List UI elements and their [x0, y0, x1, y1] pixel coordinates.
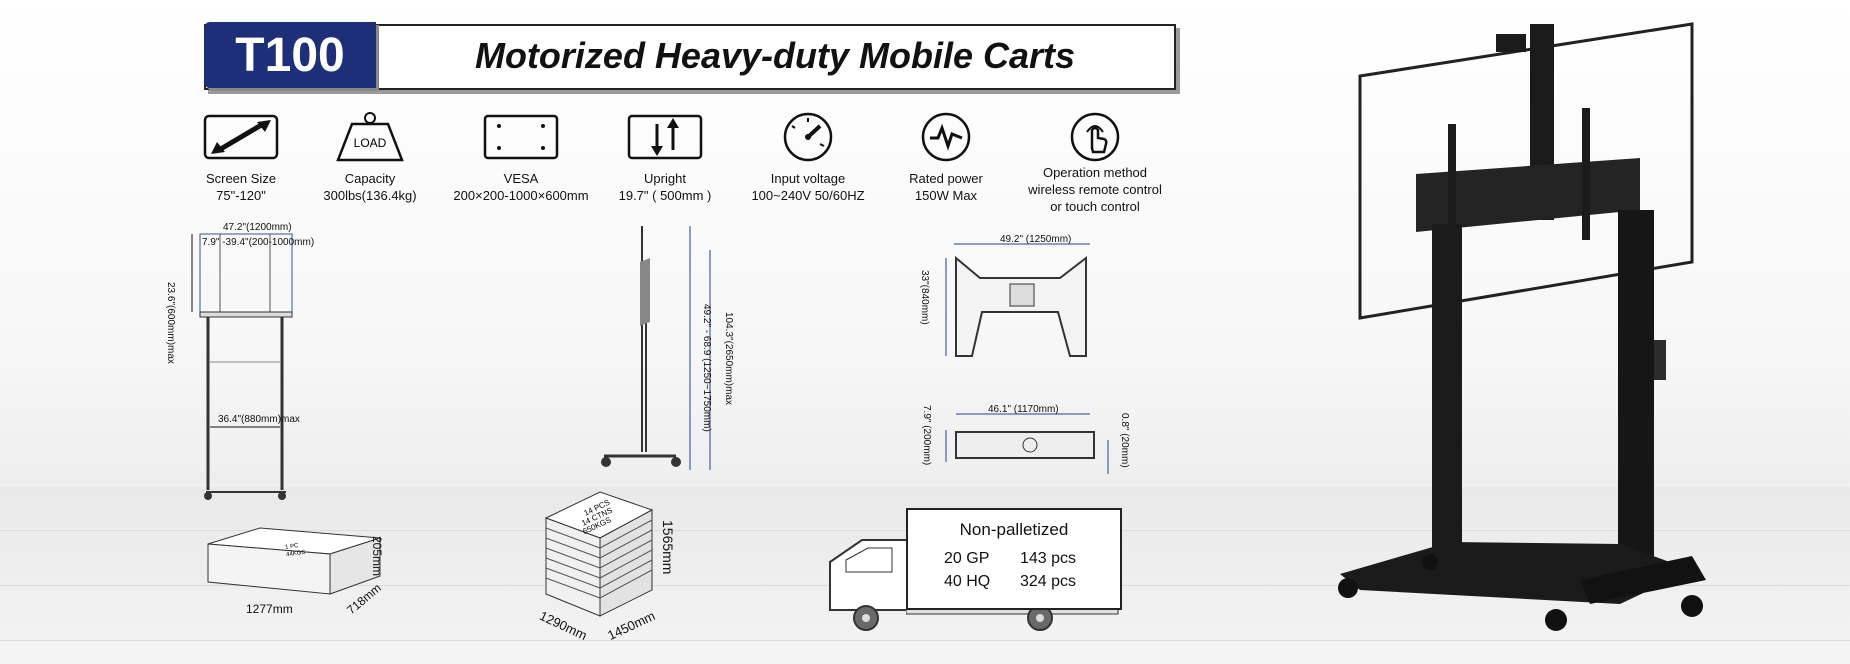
load-icon-text: LOAD — [354, 136, 387, 150]
single-carton-height: 205mm — [370, 536, 384, 577]
base-width-label: 49.2" (1250mm) — [1000, 234, 1072, 245]
spec-rated-power: Rated power 150W Max — [896, 112, 996, 204]
single-carton-label-2: 44KGS — [286, 550, 306, 559]
touch-hand-icon — [1070, 112, 1120, 162]
single-carton-drawing: 1 PC 44KGS — [207, 527, 381, 595]
front-inner-width-label: 36.4"(880mm)max — [218, 414, 300, 425]
spec-label: Upright — [644, 171, 686, 186]
shipping-container: 20 GP — [944, 550, 990, 567]
base-side-clearance-label: 0.8" (20mm) — [1119, 413, 1130, 468]
base-side-width-label: 46.1" (1170mm) — [988, 404, 1059, 415]
truck-icon — [829, 539, 913, 631]
spec-label: Screen Size — [205, 171, 277, 186]
spec-value: 19.7" ( 500mm ) — [618, 188, 712, 203]
pallet-drawing: 14 PCS 14 CTNS 650KGS — [544, 491, 654, 617]
side-total-height-label: 104.3"(2650mm)max — [723, 312, 734, 406]
spec-capacity: LOAD Capacity 300lbs(136.4kg) — [310, 112, 430, 204]
mobile-cart-product-image — [1338, 22, 1706, 631]
spec-vesa: VESA 200×200-1000×600mm — [446, 112, 596, 204]
vesa-pattern-icon — [483, 114, 559, 160]
shipping-title: Non-palletized — [959, 520, 1069, 539]
base-depth-label: 33"(840mm) — [919, 270, 930, 325]
shipping-panel: Non-palletized 20 GP 143 pcs 40 HQ 324 pcs — [906, 508, 1122, 610]
spec-value: 150W Max — [914, 188, 978, 203]
shipping-qty: 324 pcs — [1020, 573, 1077, 590]
voltage-gauge-icon — [783, 112, 833, 162]
shipping-qty: 143 pcs — [1020, 550, 1077, 567]
spec-value: wireless remote control — [1028, 182, 1162, 197]
base-side-drawing — [945, 413, 1109, 474]
single-carton-length: 1277mm — [246, 602, 293, 616]
front-vesa-width-label: 7.9" -39.4"(200-1000mm) — [202, 237, 315, 248]
page-title: Motorized Heavy-duty Mobile Carts — [474, 35, 1076, 76]
pallet-height: 1565mm — [660, 520, 676, 575]
front-view-drawing — [191, 233, 293, 500]
spec-value: 100~240V 50/60HZ — [751, 188, 865, 203]
spec-value: 200×200-1000×600mm — [453, 188, 589, 203]
base-top-drawing — [945, 243, 1090, 357]
shipping-container: 40 HQ — [944, 573, 991, 590]
spec-operation-method: Operation method wireless remote control… — [1010, 112, 1180, 215]
spec-value: 75"-120" — [216, 188, 266, 203]
diagonal-arrow-icon — [203, 114, 279, 160]
power-pulse-icon — [921, 112, 971, 162]
spec-upright: Upright 19.7" ( 500mm ) — [610, 112, 720, 204]
base-side-height-label: 7.9" (200mm) — [921, 405, 932, 466]
spec-label: Input voltage — [770, 171, 846, 186]
shipping-row: 20 GP 143 pcs — [944, 550, 1076, 568]
spec-label: Rated power — [909, 171, 983, 186]
spec-value-line2: or touch control — [1050, 199, 1140, 214]
spec-value: 300lbs(136.4kg) — [323, 188, 417, 203]
spec-label: Capacity — [344, 171, 396, 186]
front-vesa-height-label: 23.6"(600mm)max — [165, 282, 176, 364]
model-tag: T100 — [204, 22, 376, 88]
single-carton-label-1: 1 PC — [285, 543, 300, 551]
spec-label: VESA — [503, 171, 539, 186]
side-view-drawing — [601, 226, 711, 470]
up-down-arrows-icon — [627, 114, 703, 160]
front-width-label: 47.2"(1200mm) — [223, 222, 292, 233]
spec-screen-size: Screen Size 75"-120" — [196, 112, 286, 204]
shipping-row: 40 HQ 324 pcs — [944, 573, 1076, 591]
weight-load-icon: LOAD — [336, 112, 404, 162]
spec-label: Operation method — [1042, 165, 1148, 180]
spec-input-voltage: Input voltage 100~240V 50/60HZ — [738, 112, 878, 204]
side-adjust-height-label: 49.2" - 68.9 (1250~1750mm) — [701, 304, 712, 432]
